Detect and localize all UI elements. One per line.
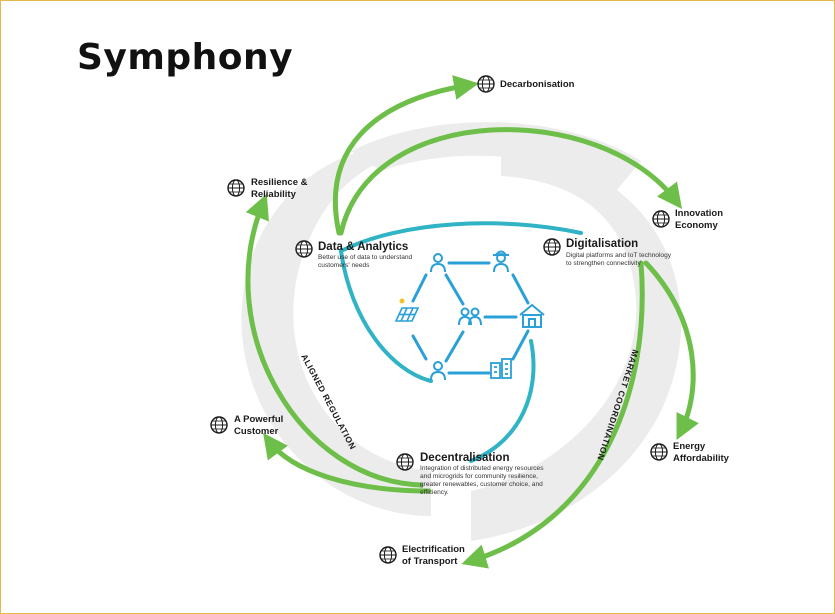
goal-energy-affordability: Energy Affordability [650,441,730,464]
page-title: Symphony [77,37,294,78]
decentralisation-globe-icon [396,453,414,471]
goal-label: Affordability [673,453,730,464]
house-icon [519,303,545,328]
decarbonisation-globe-icon [477,75,495,93]
goal-powerful-customer: A Powerful Customer [210,414,283,437]
arrow-to-energy-affordability [643,260,699,440]
goal-innovation-economy: Innovation Economy [652,208,723,231]
pillar-digitalisation: Digitalisation Digital platforms and IoT… [543,238,672,267]
goal-label: of Transport [402,556,458,567]
goal-electrification-of-transport: Electrification of Transport [379,544,465,567]
goal-label: Electrification [402,544,465,555]
grey-swirl-left [241,151,431,516]
pillar-title: Decentralisation [420,452,509,464]
goal-label: Economy [675,220,718,231]
pillar-desc: Digital platforms and IoT technology [566,252,672,259]
teal-curve-right [469,339,536,463]
buildings-icon [490,358,512,379]
goal-resilience-reliability: Resilience & Reliability [227,177,308,200]
pillar-desc: to strengthen connectivity [566,260,641,267]
pillar-desc: greater renewables, customer choice, and [420,481,543,488]
teal-curve-left [339,249,433,383]
electrification-globe-icon [379,546,397,564]
digitalisation-globe-icon [543,238,561,256]
goal-label: Customer [234,426,279,437]
pillar-desc: Better use of data to understand [318,254,413,261]
person-icon-top [430,253,446,273]
arrow-to-powerful-customer [263,432,432,494]
pillar-desc: efficiency. [420,489,449,496]
innovation-globe-icon [652,210,670,228]
solar-panel-icon [394,298,420,322]
arrow-to-innovation-economy [338,127,683,236]
goal-label: Energy [673,441,706,452]
pillar-title: Data & Analytics [318,241,408,253]
pillar-title: Digitalisation [566,238,638,250]
grey-swirl-right [471,155,682,542]
pillar-data-analytics: Data & Analytics Better use of data to u… [295,240,413,269]
goal-label: Resilience & [251,177,308,188]
affordability-globe-icon [650,443,668,461]
arrow-to-decarbonisation [332,75,479,236]
arrow-to-resilience [245,193,424,488]
goal-label: A Powerful [234,414,283,425]
network-hexagon [411,261,530,375]
community-icon [458,307,482,326]
goal-decarbonisation: Decarbonisation [477,75,575,93]
pillar-desc: Integration of distributed energy resour… [420,465,544,472]
goal-label: Reliability [251,189,297,200]
pillar-decentralisation: Decentralisation Integration of distribu… [396,452,544,496]
pillar-desc: and microgrids for community resilience, [420,473,538,480]
goal-label: Innovation [675,208,723,219]
data-analytics-globe-icon [295,240,313,258]
pillar-desc: customers' needs [318,262,370,269]
resilience-globe-icon [227,179,245,197]
teal-curve-top [339,221,583,253]
goal-label: Decarbonisation [500,79,575,90]
farmer-icon [493,250,509,273]
person-icon-bottom [430,361,446,381]
customer-globe-icon [210,416,228,434]
arrow-to-electrification [461,260,645,569]
